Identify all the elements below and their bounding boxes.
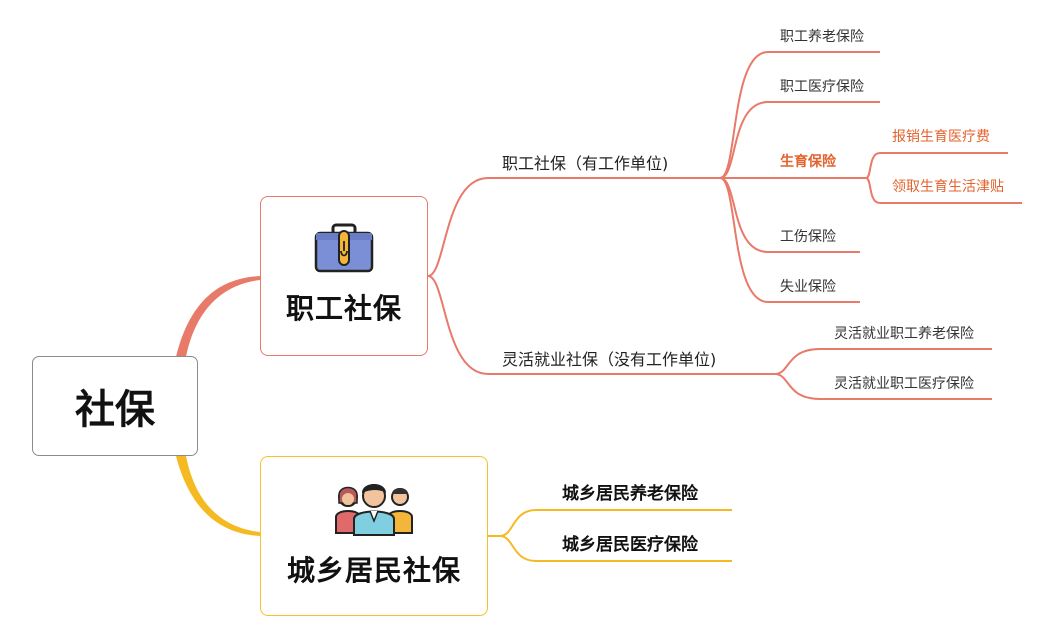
pension-insurance-label[interactable]: 职工养老保险 [780, 29, 864, 45]
medical-insurance-label[interactable]: 职工医疗保险 [780, 79, 864, 95]
resident-pension-label[interactable]: 城乡居民养老保险 [562, 484, 698, 504]
maternity-allowance-label[interactable]: 领取生育生活津贴 [892, 179, 1004, 195]
unemployment-insurance-label[interactable]: 失业保险 [780, 279, 836, 295]
flexible-to-item-2-line [774, 373, 992, 400]
flexible-pension-label[interactable]: 灵活就业职工养老保险 [834, 326, 974, 342]
briefcase-icon [314, 223, 374, 273]
resident-to-item-2-line [499, 535, 732, 562]
maternity-to-child-1-line [865, 152, 1008, 179]
with-employer-label[interactable]: 职工社保（有工作单位) [502, 154, 669, 173]
root-label: 社保 [75, 387, 155, 433]
employee-to-with-employer-line [427, 177, 720, 277]
resident-insurance-title: 城乡居民社保 [286, 554, 461, 587]
people-group-icon [335, 484, 413, 536]
maternity-medical-reimbursement-label[interactable]: 报销生育医疗费 [892, 129, 990, 145]
employee-to-flexible-line [427, 275, 775, 375]
maternity-insurance-label[interactable]: 生育保险 [780, 154, 836, 170]
with-employer-to-item-5-line [719, 177, 860, 303]
root-resident-connector [176, 456, 260, 536]
flexible-medical-label[interactable]: 灵活就业职工医疗保险 [834, 376, 974, 392]
work-injury-insurance-label[interactable]: 工伤保险 [780, 229, 836, 245]
with-employer-to-item-1-line [719, 51, 880, 179]
resident-insurance-node[interactable]: 城乡居民社保 [260, 456, 488, 616]
root-node[interactable]: 社保 [32, 356, 198, 456]
flexible-employment-label[interactable]: 灵活就业社保（没有工作单位) [502, 350, 717, 369]
with-employer-to-item-2-line [719, 101, 880, 179]
resident-medical-label[interactable]: 城乡居民医疗保险 [562, 535, 698, 555]
flexible-to-item-1-line [774, 348, 992, 375]
employee-insurance-title: 职工社保 [285, 292, 402, 325]
root-employee-connector [176, 276, 260, 357]
maternity-to-child-2-line [865, 177, 1022, 204]
employee-insurance-node[interactable]: 职工社保 [260, 196, 428, 356]
